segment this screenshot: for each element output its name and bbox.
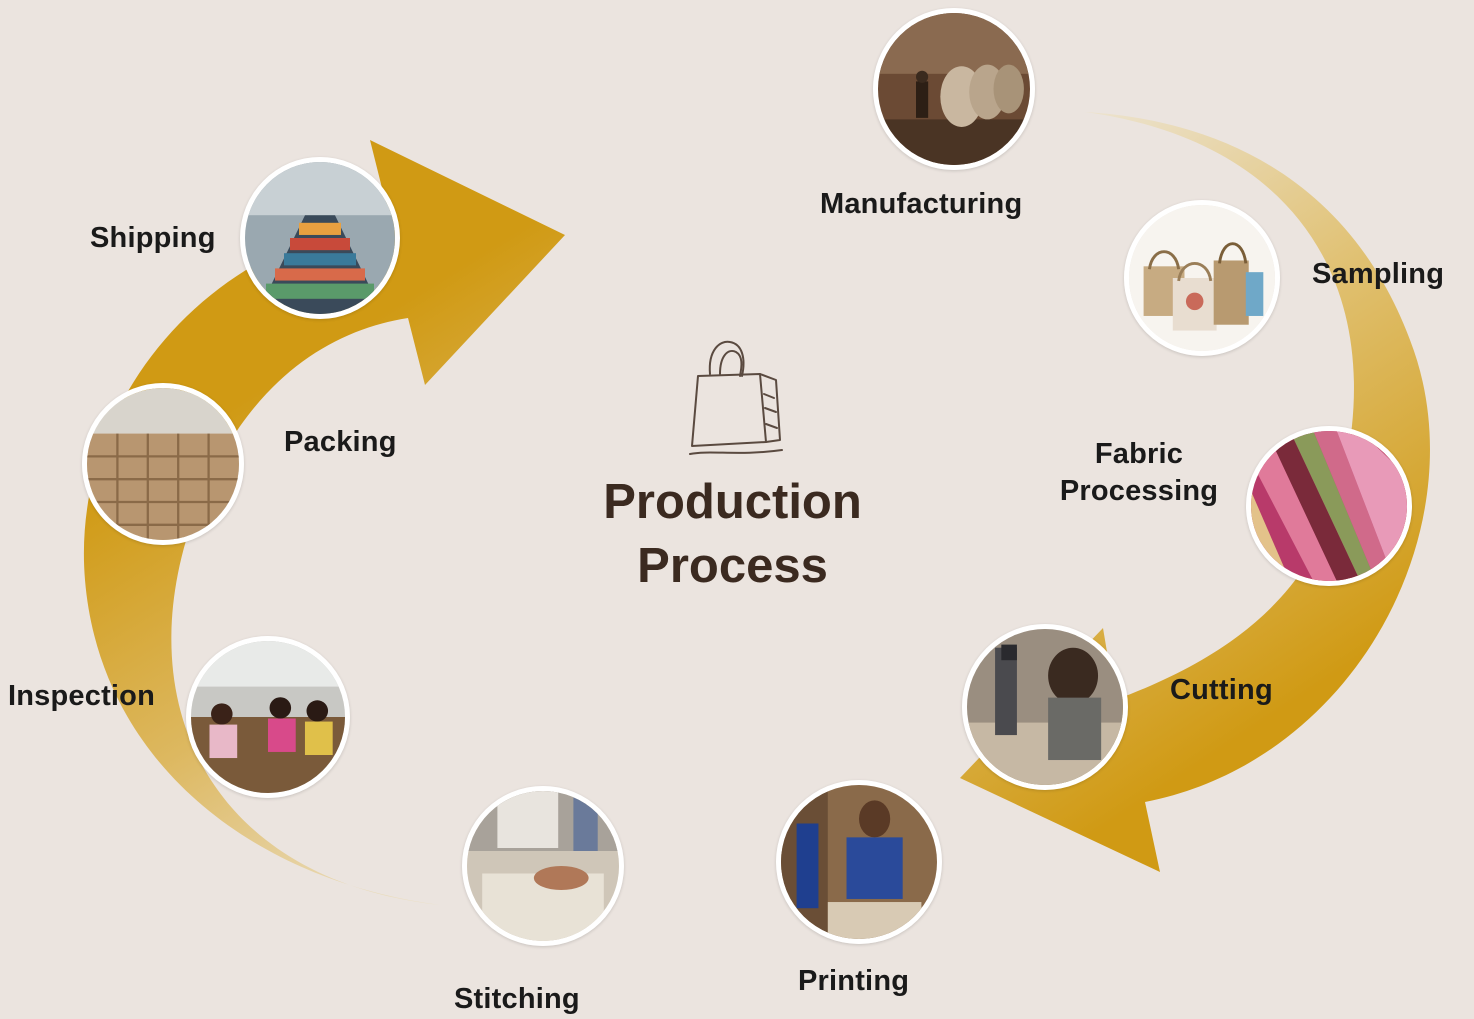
label-inspection: Inspection [8, 680, 156, 712]
container-ship-photo [240, 157, 400, 319]
label-stitching: Stitching [454, 983, 580, 1015]
carton-boxes-photo [82, 383, 244, 545]
label-packing: Packing [284, 426, 397, 458]
shopping-bag-icon [689, 340, 783, 455]
label-fabric-processing: Fabric Processing [1056, 436, 1222, 510]
label-fabric-line1: Fabric [1094, 438, 1184, 470]
label-shipping: Shipping [90, 222, 216, 254]
label-sampling: Sampling [1312, 258, 1445, 290]
title-line1: Production [603, 475, 862, 529]
colored-fabric-photo [1246, 426, 1412, 586]
inspection-workers-photo [186, 636, 350, 798]
label-manufacturing: Manufacturing [820, 188, 1023, 220]
title-line2: Process [637, 539, 828, 593]
cutting-machine-photo [962, 624, 1128, 790]
factory-rolls-photo [873, 8, 1035, 170]
page-title: Production Process [560, 470, 905, 598]
label-fabric-line2: Processing [1059, 475, 1219, 507]
label-printing: Printing [798, 965, 910, 997]
sewing-machine-photo [462, 786, 624, 946]
screen-printing-photo [776, 780, 942, 944]
jute-bags-photo [1124, 200, 1280, 356]
left-cycle-arrow [83, 140, 565, 905]
label-cutting: Cutting [1170, 674, 1273, 706]
